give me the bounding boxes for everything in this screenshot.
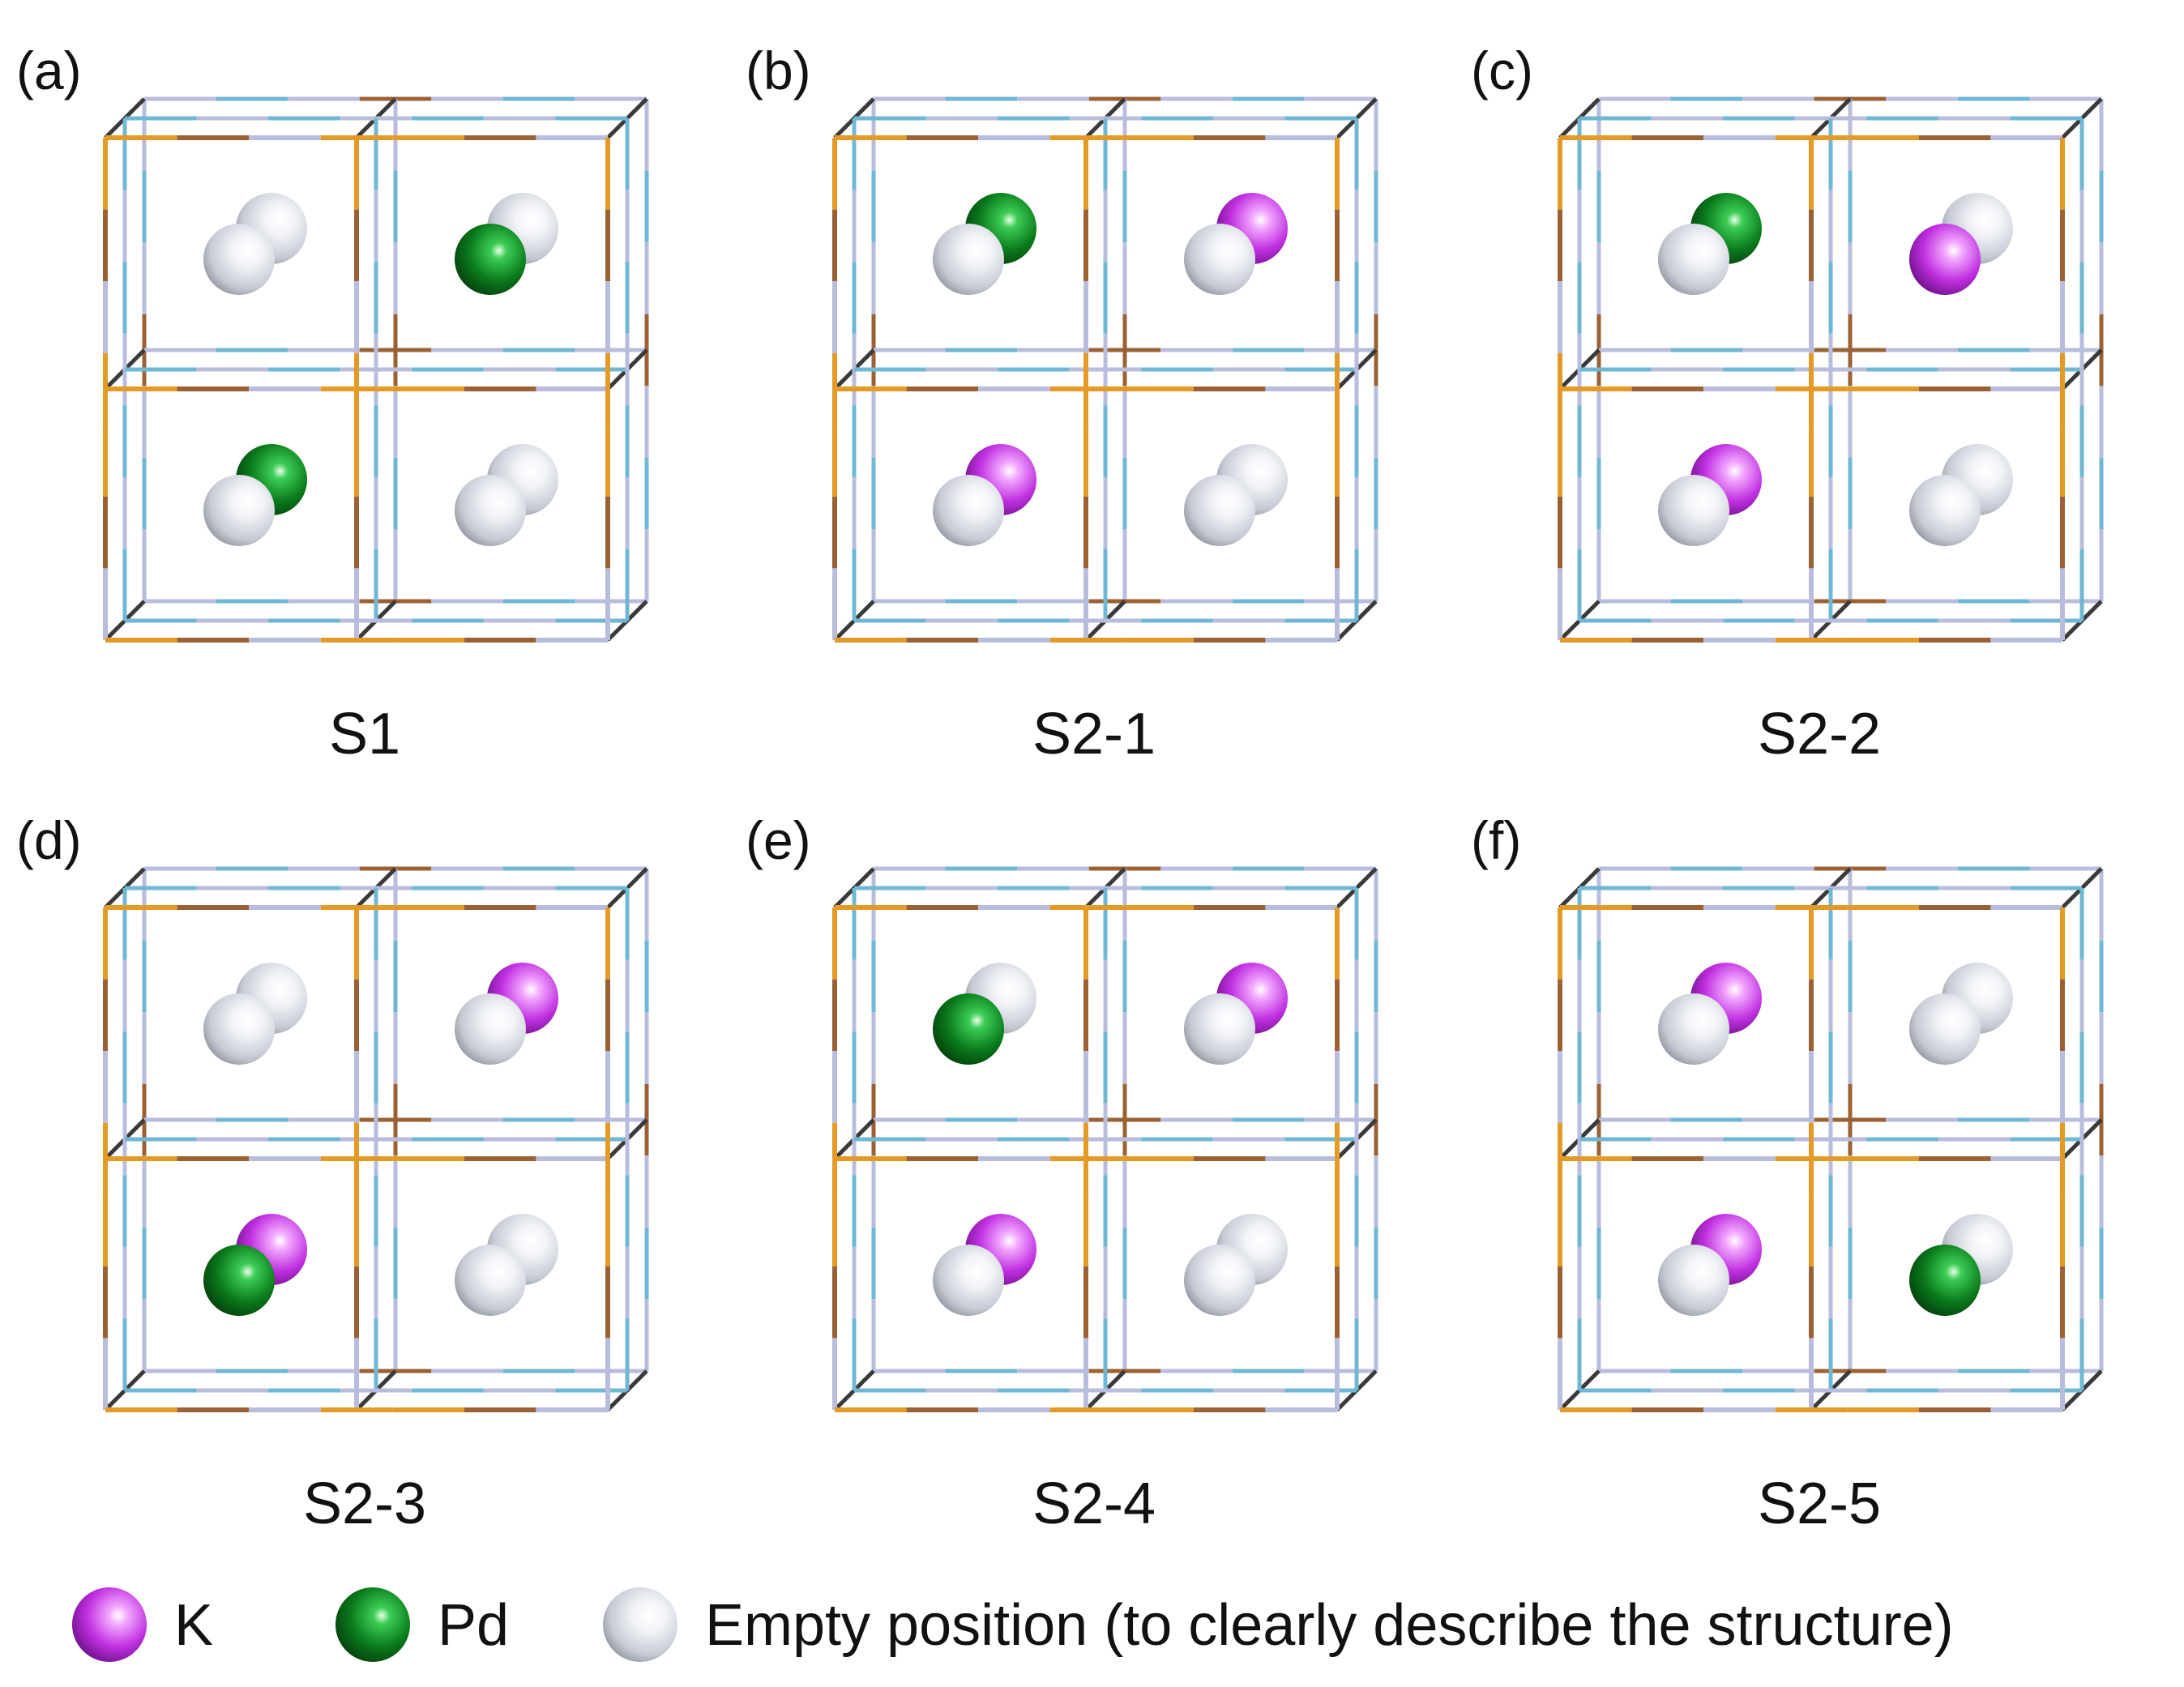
atom-e-front xyxy=(203,993,275,1065)
atom-sites xyxy=(1658,963,2013,1316)
back-lattice xyxy=(871,866,1378,1373)
atom-pd-front xyxy=(455,224,526,295)
atom-sites xyxy=(203,193,558,546)
structure-caption: S2-4 xyxy=(1032,1471,1156,1536)
atom-e-front xyxy=(455,1245,526,1316)
atom-e-front xyxy=(455,993,526,1065)
atom-sites xyxy=(1658,193,2013,546)
structure-caption: S2-1 xyxy=(1032,702,1156,767)
atom-e-front xyxy=(455,475,526,546)
middle-lattice xyxy=(1577,886,2084,1393)
legend-swatch-e xyxy=(603,1587,677,1662)
panel-label: (d) xyxy=(16,810,82,870)
middle-lattice xyxy=(122,886,630,1393)
atom-e-front xyxy=(1184,475,1255,546)
atom-sites xyxy=(933,193,1288,546)
front-lattice xyxy=(1558,905,2065,1412)
legend-swatch-k xyxy=(72,1587,147,1662)
middle-lattice xyxy=(1577,116,2084,623)
panel-label: (a) xyxy=(16,41,82,100)
panel-a: (a) S1 xyxy=(16,41,649,767)
panel-b: (b) S2-1 xyxy=(746,41,1378,767)
legend-swatch-pd xyxy=(336,1587,410,1662)
middle-lattice xyxy=(122,116,630,623)
panel-label: (e) xyxy=(746,810,811,870)
panel-label: (f) xyxy=(1471,810,1521,870)
atom-e-front xyxy=(1909,475,1981,546)
back-lattice xyxy=(142,96,649,604)
atom-e-front xyxy=(1184,224,1255,295)
middle-lattice xyxy=(852,886,1359,1393)
legend-label: Pd xyxy=(438,1593,509,1658)
front-lattice xyxy=(1558,135,2065,643)
atom-e-front xyxy=(1658,993,1729,1065)
structure-caption: S2-2 xyxy=(1758,702,1881,767)
back-lattice xyxy=(1596,96,2104,604)
middle-lattice xyxy=(852,116,1359,623)
back-lattice xyxy=(142,866,649,1373)
atom-e-front xyxy=(1184,993,1255,1065)
legend-label: K xyxy=(174,1593,213,1658)
atom-e-front xyxy=(1658,224,1729,295)
atom-e-front xyxy=(203,224,275,295)
legend-label: Empty position (to clearly describe the … xyxy=(705,1593,1954,1658)
panel-e: (e) S2-4 xyxy=(746,810,1378,1536)
panel-label: (c) xyxy=(1471,41,1533,100)
legend-item-pd: Pd xyxy=(336,1587,509,1662)
atom-pd-front xyxy=(933,993,1004,1065)
structure-caption: S1 xyxy=(329,702,400,767)
atom-e-front xyxy=(933,475,1004,546)
structure-caption: S2-3 xyxy=(303,1471,426,1536)
front-lattice xyxy=(832,905,1340,1412)
front-lattice xyxy=(103,905,610,1412)
atom-e-front xyxy=(933,224,1004,295)
legend-item-k: K xyxy=(72,1587,213,1662)
atom-sites xyxy=(933,963,1288,1316)
atom-e-front xyxy=(1658,475,1729,546)
atom-e-front xyxy=(203,475,275,546)
front-lattice xyxy=(103,135,610,643)
front-lattice xyxy=(832,135,1340,643)
legend-item-e: Empty position (to clearly describe the … xyxy=(603,1587,1954,1662)
panel-d: (d) S2-3 xyxy=(16,810,649,1536)
atom-sites xyxy=(203,963,558,1316)
panel-c: (c) S2-2 xyxy=(1471,41,2104,767)
atom-e-front xyxy=(1909,993,1981,1065)
back-lattice xyxy=(871,96,1378,604)
atom-e-front xyxy=(1658,1245,1729,1316)
atom-pd-front xyxy=(1909,1245,1981,1316)
panel-f: (f) S2-5 xyxy=(1471,810,2104,1536)
atom-e-front xyxy=(1184,1245,1255,1316)
panel-label: (b) xyxy=(746,41,811,100)
atom-e-front xyxy=(933,1245,1004,1316)
structure-caption: S2-5 xyxy=(1758,1471,1881,1536)
atom-k-front xyxy=(1909,224,1981,295)
atom-pd-front xyxy=(203,1245,275,1316)
